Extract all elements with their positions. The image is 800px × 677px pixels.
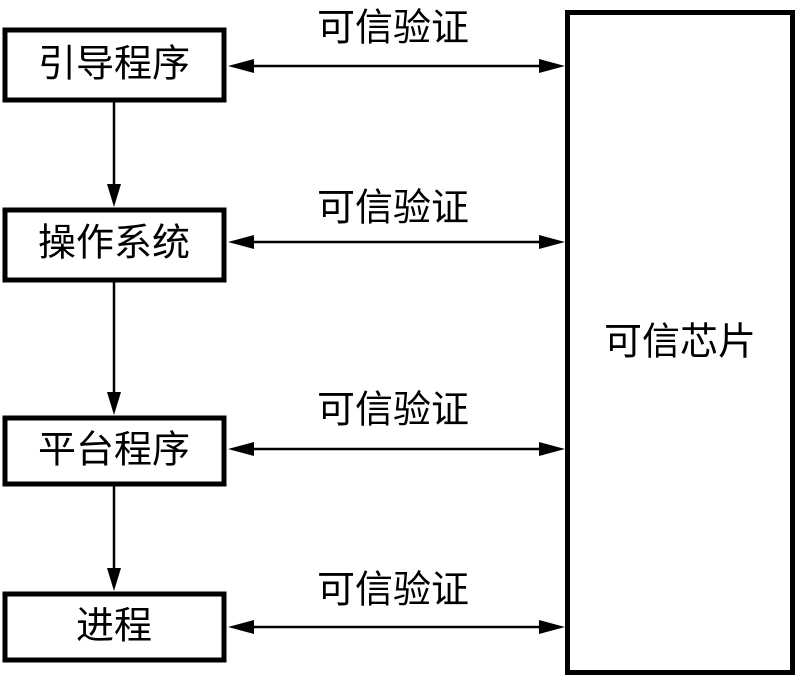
verify-arrowhead-right-4 [539, 620, 565, 634]
verify-label-4: 可信验证 [317, 568, 469, 612]
verify-arrowhead-left-1 [228, 59, 254, 73]
verify-label-3: 可信验证 [317, 388, 469, 432]
verify-arrowhead-right-2 [539, 235, 565, 249]
trusted-chip-label: 可信芯片 [604, 320, 756, 364]
flow-arrowhead-2 [107, 392, 121, 415]
stage-label-platform-program: 平台程序 [38, 428, 190, 472]
flow-arrowhead-1 [107, 184, 121, 207]
verify-arrowhead-left-4 [228, 620, 254, 634]
verify-label-2: 可信验证 [317, 186, 469, 230]
verify-arrowhead-left-3 [228, 442, 254, 456]
verify-arrowhead-right-1 [539, 59, 565, 73]
flow-arrowhead-3 [107, 568, 121, 591]
stage-label-operating-system: 操作系统 [38, 221, 190, 265]
verify-arrowhead-left-2 [228, 235, 254, 249]
stage-label-process: 进程 [76, 604, 152, 648]
verify-label-1: 可信验证 [317, 6, 469, 50]
verify-arrowhead-right-3 [539, 442, 565, 456]
stage-box-process [2, 591, 227, 663]
trusted-chip-box [565, 10, 795, 675]
stage-label-bootloader: 引导程序 [38, 42, 190, 86]
stage-box-platform-program [2, 415, 227, 487]
